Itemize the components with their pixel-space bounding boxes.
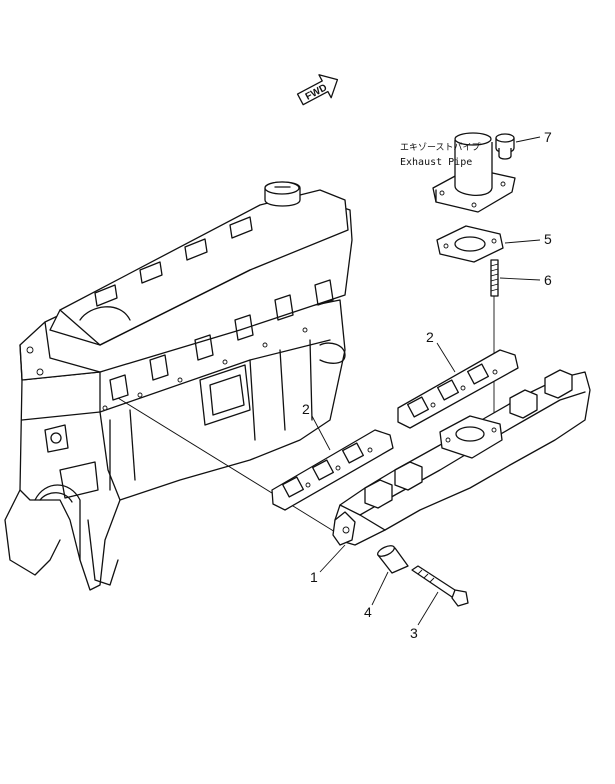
assembly-guide-line [117, 397, 341, 536]
callout-leader-5 [504, 239, 541, 244]
stud-bolt [490, 259, 499, 297]
exhaust-manifold [332, 369, 591, 546]
callout-number-4: 4 [364, 604, 372, 620]
callout-leader-2-front [436, 342, 456, 373]
manifold-bolt [411, 565, 469, 607]
engine-block [4, 181, 353, 591]
exhaust-pipe-label-en: Exhaust Pipe [400, 157, 472, 168]
callout-leader-7 [515, 136, 541, 143]
exhaust-pipe [432, 132, 516, 213]
callout-number-6: 6 [544, 272, 552, 288]
callout-number-5: 5 [544, 231, 552, 247]
fwd-arrow-icon: FWD [296, 74, 339, 106]
callout-leader-1 [319, 544, 346, 573]
callout-number-3: 3 [410, 625, 418, 641]
callout-number-2-front: 2 [426, 329, 434, 345]
exhaust-pipe-label-jp: エキゾーストパイプ [400, 142, 481, 153]
callout-number-2-rear: 2 [302, 401, 310, 417]
callout-leader-6 [499, 277, 541, 281]
fwd-label: FWD [304, 82, 329, 102]
sleeve [377, 545, 409, 574]
pipe-gasket [436, 225, 504, 263]
manifold-gasket-front [397, 349, 519, 429]
callout-number-1: 1 [310, 569, 318, 585]
callout-leader-4 [371, 571, 389, 606]
callout-leader-3 [417, 591, 439, 626]
head-bolt-dots [26, 327, 308, 411]
callout-leader-2-rear [311, 415, 331, 451]
manifold-gasket-rear [271, 429, 394, 511]
nut-icon [495, 133, 515, 160]
callout-number-7: 7 [544, 129, 552, 145]
